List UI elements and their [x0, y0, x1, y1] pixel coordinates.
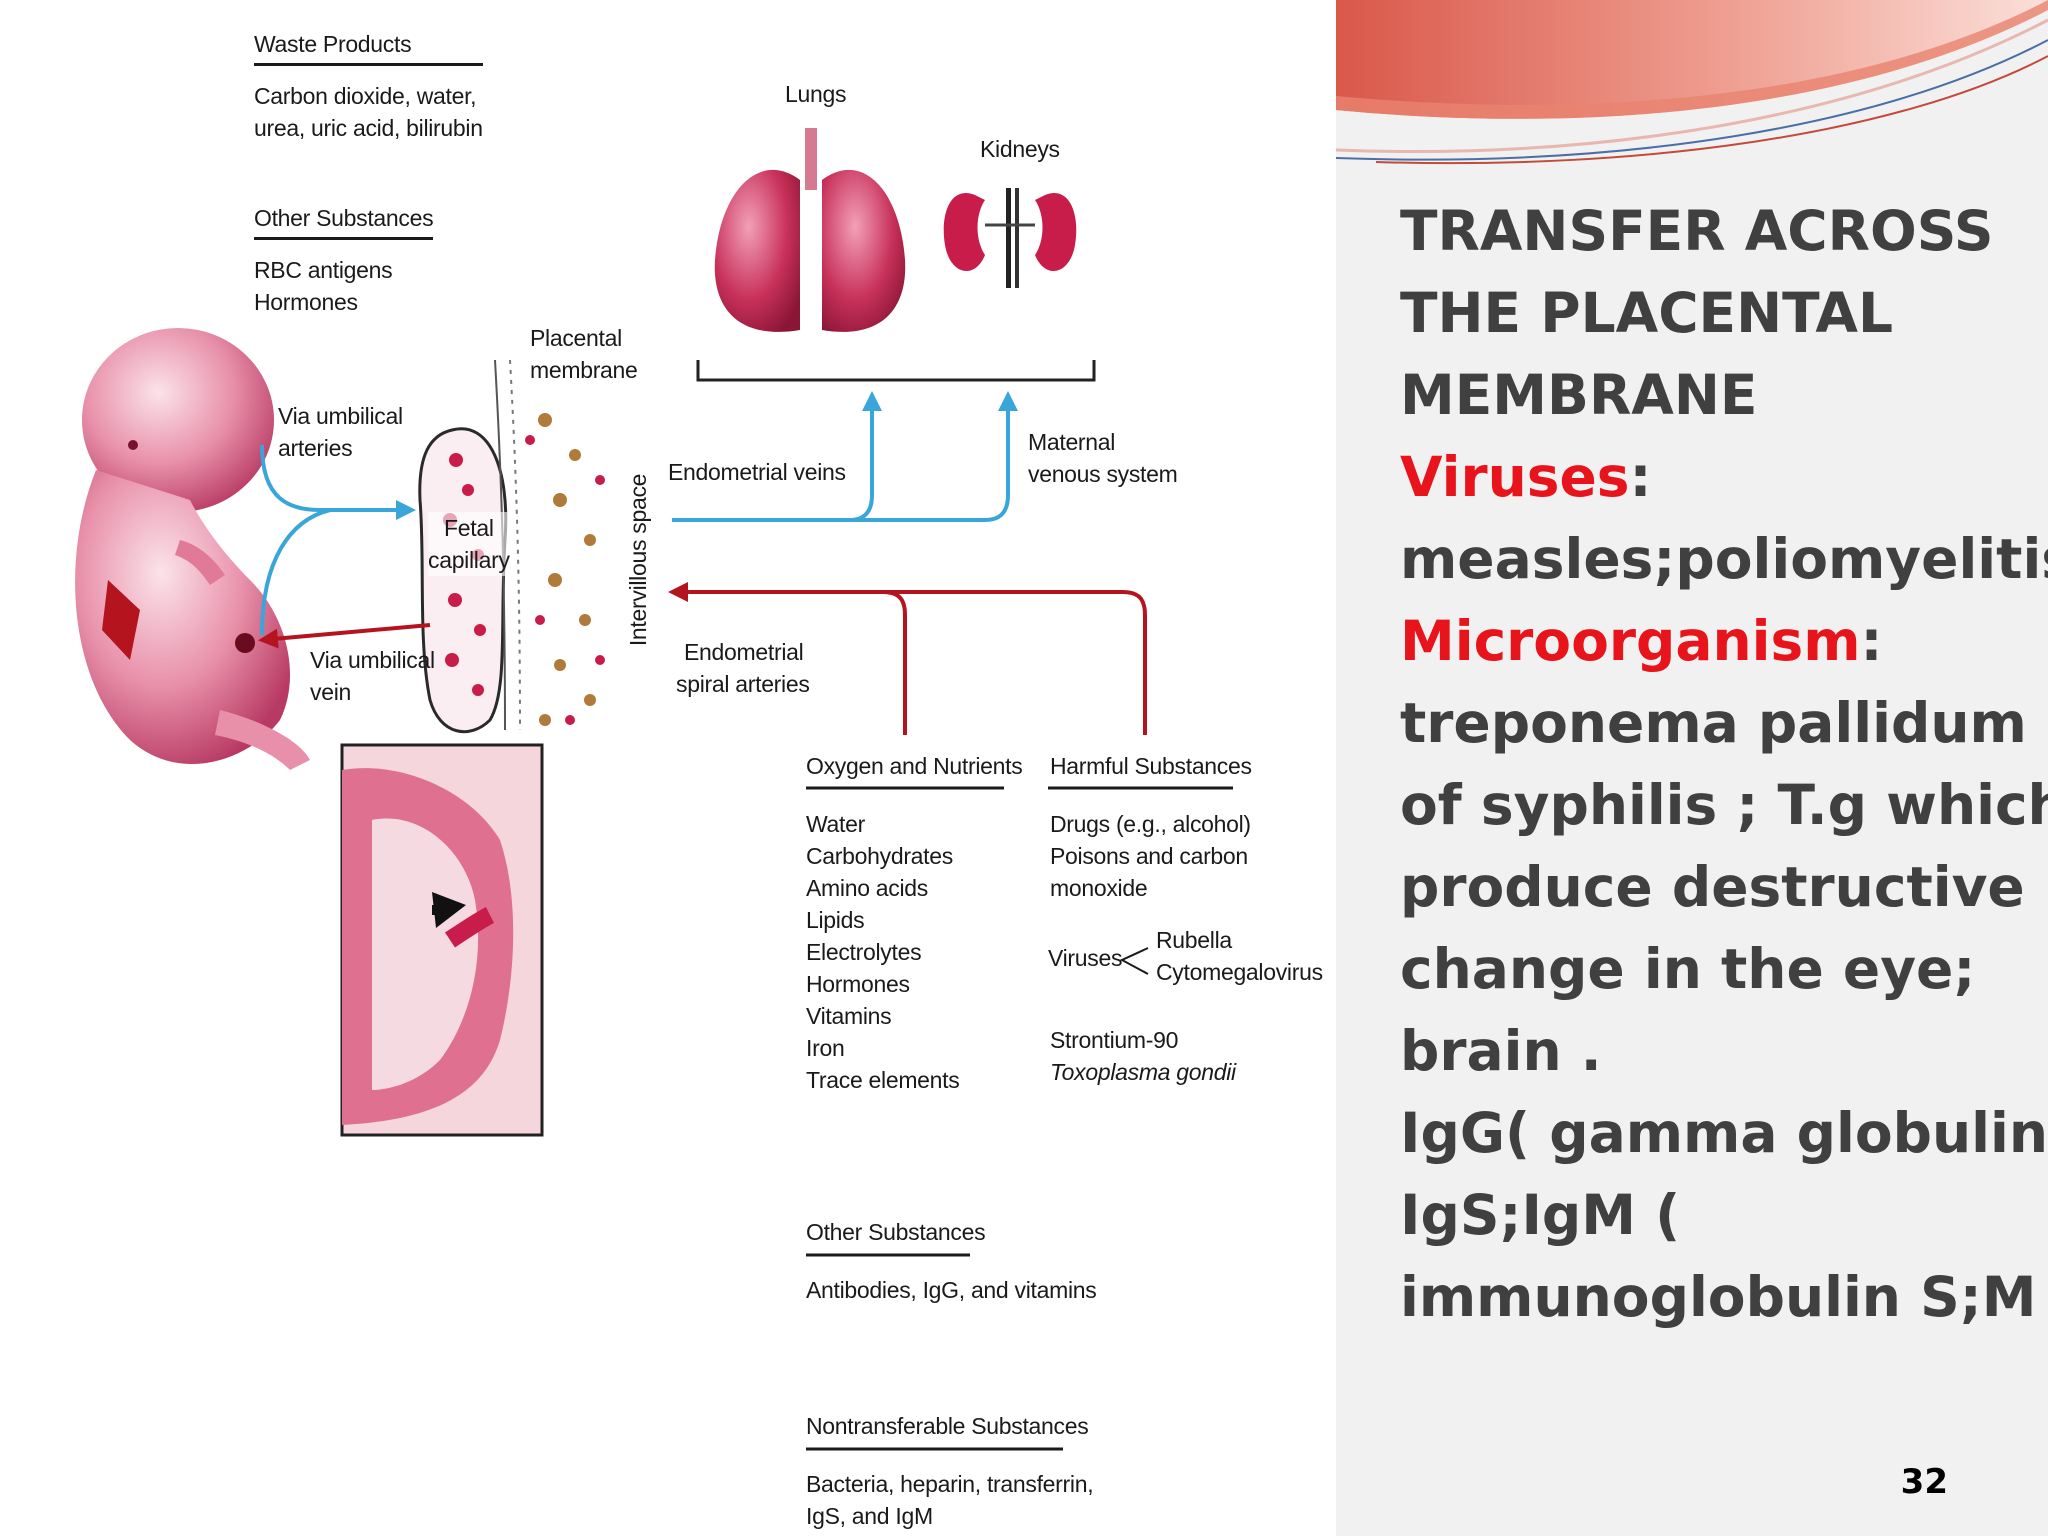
harmful-extra-block: Strontium-90 Toxoplasma gondii: [1050, 1024, 1236, 1088]
slide-title-line: TRANSFER ACROSS: [1400, 199, 1994, 263]
endometrial-veins-arrows: [672, 391, 1018, 522]
list-item: Antibodies, IgG, and vitamins: [806, 1277, 1097, 1303]
umbilical-vein-arrow: [258, 623, 431, 649]
harmful-virus-list: Rubella Cytomegalovirus: [1156, 924, 1323, 988]
via-umbilical-vein-label: Via umbilical vein: [310, 644, 435, 708]
placental-membrane-label: Placental membrane: [530, 322, 638, 386]
slide-title-line: MEMBRANE: [1400, 363, 1758, 427]
endometrial-spiral-label: Endometrial spiral arteries: [676, 636, 810, 700]
waste-products-block: Waste Products Carbon dioxide, water, ur…: [254, 28, 483, 144]
other-substances-top-line: RBC antigens: [254, 257, 393, 283]
other-substances-top-block: Other Substances RBC antigens Hormones: [254, 202, 434, 318]
placental-membrane-line: Placental: [530, 325, 622, 351]
list-item: Poisons and carbon: [1050, 843, 1248, 869]
list-item: Electrolytes: [806, 939, 922, 965]
endometrial-spiral-line: spiral arteries: [676, 671, 810, 697]
via-umbilical-vein-line: vein: [310, 679, 351, 705]
maternal-venous-label: Maternal venous system: [1028, 426, 1178, 490]
lungs-label: Lungs: [785, 81, 847, 107]
diagram-graphics: [75, 128, 1233, 1451]
other-substances-top-header: Other Substances: [254, 202, 434, 240]
via-umbilical-arteries-line: arteries: [278, 435, 353, 461]
fetus-illustration: [75, 328, 310, 770]
text-panel: TRANSFER ACROSS THE PLACENTAL MEMBRANE V…: [1336, 0, 2048, 1536]
waste-products-header: Waste Products: [254, 28, 483, 66]
waste-products-line: Carbon dioxide, water,: [254, 83, 477, 109]
kidneys-label: Kidneys: [980, 136, 1060, 162]
maternal-venous-line: venous system: [1028, 461, 1178, 487]
harmful-substances-block: Harmful Substances Drugs (e.g., alcohol)…: [1050, 750, 1252, 904]
slide-title-line: THE PLACENTAL: [1400, 281, 1894, 345]
viruses-text: measles;poliomyelitis: [1400, 527, 2048, 591]
maternal-venous-line: Maternal: [1028, 429, 1116, 455]
nontransferable-header: Nontransferable Substances: [806, 1413, 1089, 1439]
diagram-panel: Waste Products Carbon dioxide, water, ur…: [75, 28, 1324, 1532]
fetal-capillary-line: Fetal: [444, 515, 494, 541]
microorganism-label: Microorganism: [1400, 609, 1861, 673]
oxygen-nutrients-header: Oxygen and Nutrients: [806, 753, 1023, 779]
viruses-heading: Viruses:: [1400, 436, 2040, 518]
microorganism-line: of syphilis ; T.g which: [1400, 773, 2048, 837]
list-item: Lipids: [806, 907, 865, 933]
list-item: Carbohydrates: [806, 843, 953, 869]
umbilical-arteries-arrow: [260, 444, 416, 636]
list-item: Trace elements: [806, 1067, 960, 1093]
list-item: Bacteria, heparin, transferrin,: [806, 1471, 1094, 1497]
harmful-substances-list: Drugs (e.g., alcohol) Poisons and carbon…: [1050, 808, 1252, 904]
list-item: Vitamins: [806, 1003, 892, 1029]
nontransferable-block: Nontransferable Substances Bacteria, hep…: [806, 1410, 1094, 1532]
decorative-swoosh: [1336, 0, 2048, 165]
immunoglobulin-line: IgS;IgM (: [1400, 1183, 1681, 1247]
list-item: monoxide: [1050, 875, 1148, 901]
list-item: Amino acids: [806, 875, 928, 901]
harmful-viruses-word: Viruses: [1048, 945, 1123, 971]
fetal-capillary-line: capillary: [428, 547, 510, 573]
list-item: Hormones: [806, 971, 910, 997]
list-item: Water: [806, 811, 865, 837]
intervillous-space-label: Intervillous space: [625, 473, 651, 647]
list-item: IgS, and IgM: [806, 1503, 933, 1529]
endometrial-spiral-line: Endometrial: [684, 639, 804, 665]
harmful-substances-header: Harmful Substances: [1050, 753, 1252, 779]
lungs-icon: [714, 128, 906, 332]
via-umbilical-arteries-label: Via umbilical arteries: [278, 400, 403, 464]
list-item: Iron: [806, 1035, 845, 1061]
microorganism-line: produce destructive: [1400, 855, 2025, 919]
via-umbilical-vein-line: Via umbilical: [310, 647, 435, 673]
oxygen-nutrients-block: Oxygen and Nutrients Water Carbohydrates…: [806, 750, 1023, 1096]
spiral-arteries-arrows: [668, 582, 1147, 735]
list-item: Drugs (e.g., alcohol): [1050, 811, 1251, 837]
microorganism-colon: :: [1860, 609, 1883, 673]
histology-micrograph: [340, 743, 544, 1137]
placental-membrane-line: membrane: [530, 357, 638, 383]
other-substances-bottom-header: Other Substances: [806, 1219, 986, 1245]
kidneys-icon: [943, 188, 1077, 288]
other-substances-bottom-block: Other Substances Antibodies, IgG, and vi…: [806, 1216, 1097, 1306]
waste-products-line: urea, uric acid, bilirubin: [254, 115, 483, 141]
via-umbilical-arteries-line: Via umbilical: [278, 403, 403, 429]
page-number: 32: [1900, 1462, 1948, 1502]
fetal-capillary-label: Fetal capillary: [428, 512, 510, 576]
list-item: Cytomegalovirus: [1156, 959, 1323, 985]
immunoglobulin-line: immunoglobulin S;M ): [1400, 1265, 2048, 1329]
immunoglobulin-line: IgG( gamma globulin) ,: [1400, 1101, 2048, 1165]
list-item: Toxoplasma gondii: [1050, 1059, 1236, 1085]
microorganism-line: brain .: [1400, 1019, 1602, 1083]
list-item: Strontium-90: [1050, 1027, 1179, 1053]
endometrial-veins-label: Endometrial veins: [668, 459, 846, 485]
microorganism-heading: Microorganism:: [1400, 600, 2040, 682]
microorganism-line: change in the eye;: [1400, 937, 1976, 1001]
microorganism-line: treponema pallidum: [1400, 691, 2027, 755]
slide-text: TRANSFER ACROSS THE PLACENTAL MEMBRANE V…: [1400, 190, 2048, 1338]
list-item: Rubella: [1156, 927, 1232, 953]
oxygen-nutrients-list: Water Carbohydrates Amino acids Lipids E…: [806, 808, 1022, 1096]
viruses-label: Viruses: [1400, 445, 1630, 509]
other-substances-top-line: Hormones: [254, 289, 358, 315]
viruses-colon: :: [1629, 445, 1652, 509]
organs-bracket: [696, 360, 1096, 382]
